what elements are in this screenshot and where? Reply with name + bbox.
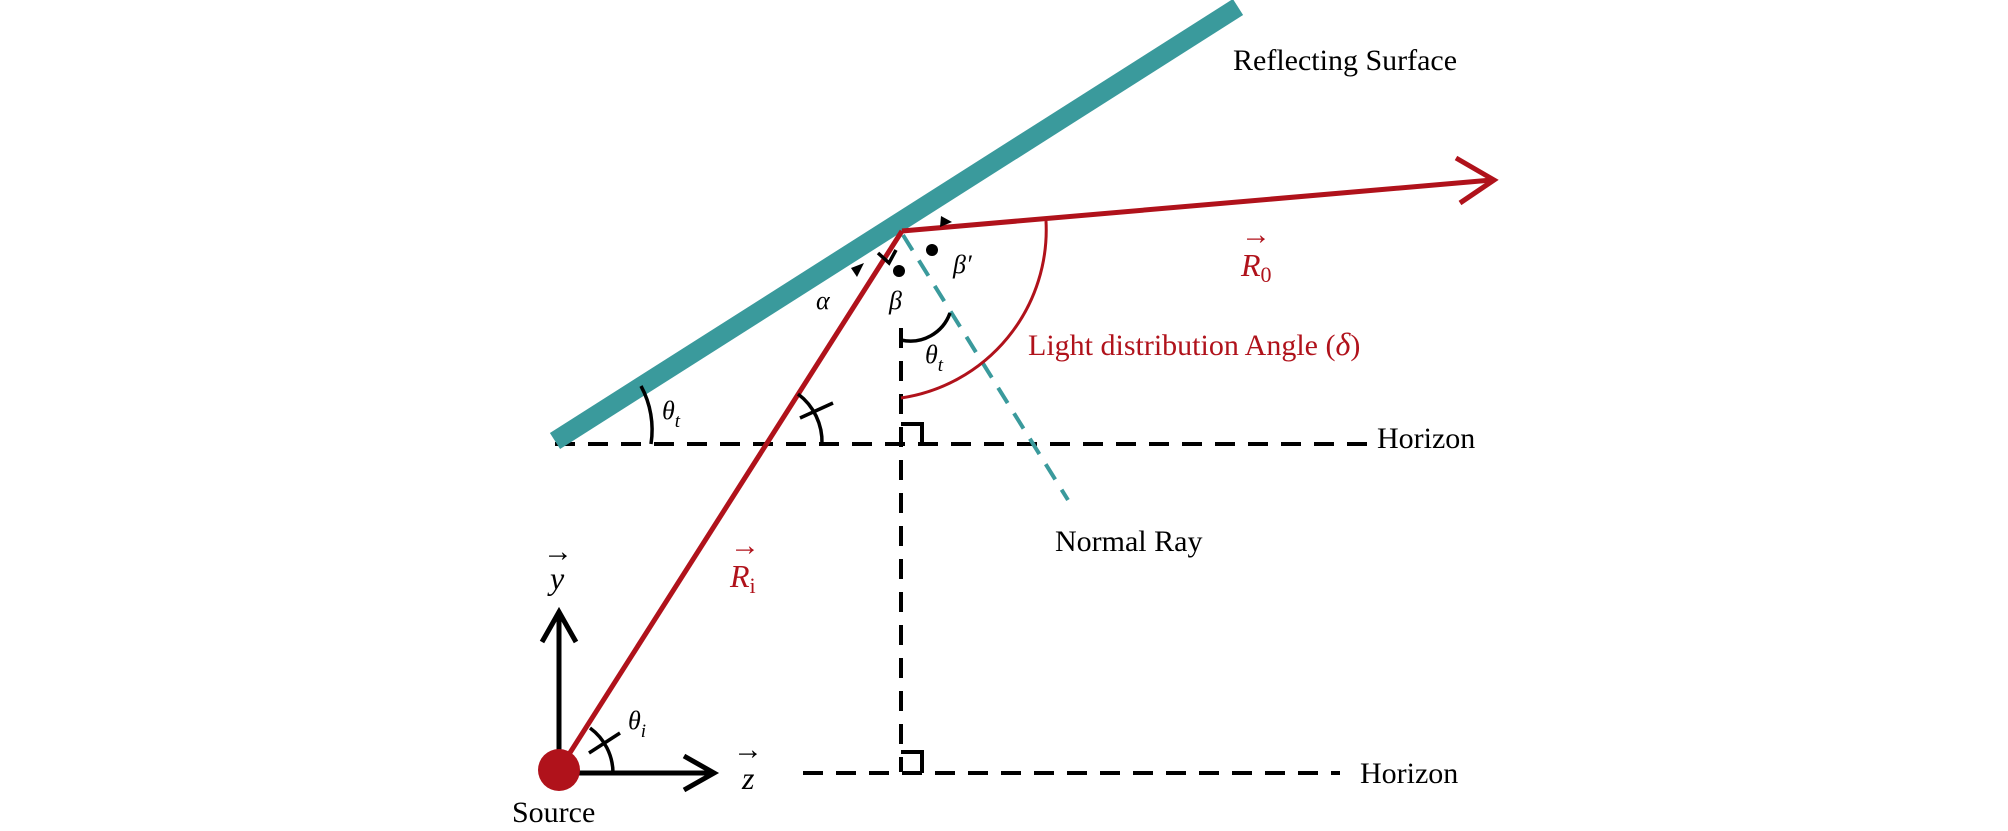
r0-vector-arrow: → — [1241, 218, 1271, 251]
beta-symbol: β — [888, 286, 902, 315]
r0-vector-label: R0 — [1240, 247, 1272, 287]
source-dot — [538, 749, 580, 791]
y-axis-arrow-glyph: → — [543, 535, 573, 568]
alpha-pointer — [851, 263, 864, 277]
beta-prime-symbol: β′ — [952, 250, 972, 279]
incident-ray — [556, 229, 905, 772]
ri-vector-arrow: → — [730, 529, 760, 562]
light-distribution-angle-label: Light distribution Angle (δ) — [1028, 326, 1360, 362]
right-angle-marker-upper — [901, 422, 924, 444]
right-angle-marker-lower — [901, 750, 924, 773]
beta-dot — [893, 265, 905, 277]
beta-prime-dot — [926, 244, 938, 256]
horizon-upper-label: Horizon — [1377, 422, 1475, 455]
theta-t-surface-arc — [639, 385, 654, 445]
alpha-symbol: α — [816, 286, 831, 315]
y-axis-arrowhead — [539, 606, 579, 644]
z-axis-arrowhead — [682, 753, 720, 793]
light-distribution-angle-arc — [900, 220, 1048, 400]
z-axis-arrow-glyph: → — [733, 733, 763, 766]
incidence-angle-arc — [796, 392, 824, 445]
theta-i-arc — [588, 726, 615, 774]
y-axis-label: y — [547, 560, 565, 596]
beta-prime-pointer — [940, 216, 952, 227]
z-axis-label: z — [741, 760, 755, 796]
source-label: Source — [512, 796, 595, 826]
theta-i-symbol: θi — [628, 706, 646, 742]
reflected-ray-arrowhead — [1454, 155, 1499, 206]
theta-i-tick — [588, 731, 621, 755]
reflected-ray — [901, 177, 1493, 234]
normal-ray-line — [901, 233, 1070, 502]
reflecting-surface — [549, 0, 1244, 450]
incidence-angle-tick — [799, 401, 834, 420]
theta-t-normal-arc — [900, 312, 952, 343]
theta-t-normal-symbol: θt — [925, 340, 944, 376]
ri-vector-label: Ri — [729, 558, 756, 598]
horizon-lower-label: Horizon — [1360, 757, 1458, 790]
theta-t-surface-symbol: θt — [662, 396, 681, 432]
reflecting-surface-label: Reflecting Surface — [1233, 44, 1457, 77]
normal-ray-label: Normal Ray — [1055, 525, 1202, 558]
beta-angle-mark — [876, 249, 898, 266]
